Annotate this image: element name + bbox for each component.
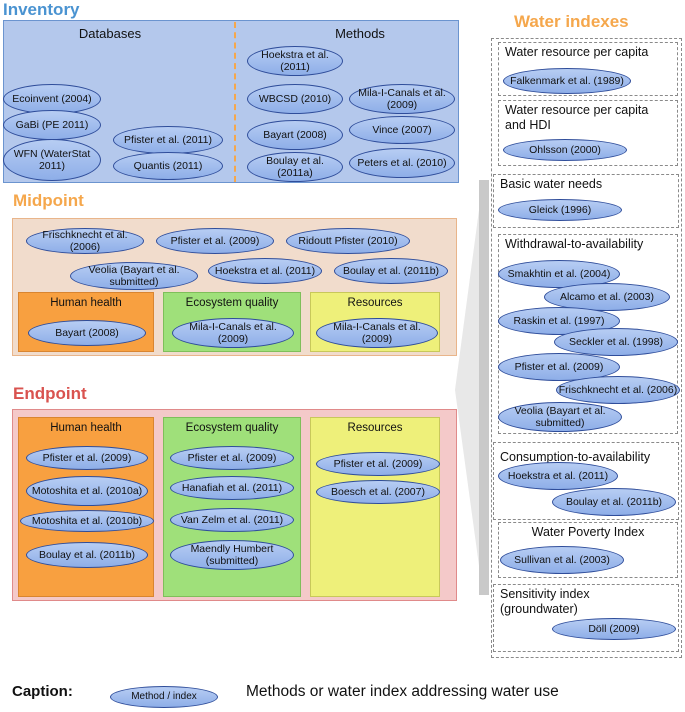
water-index-group-label: Water resource per capita: [505, 45, 649, 59]
inventory-method: Hoekstra et al. (2011): [247, 46, 343, 76]
endpoint-human-health-item: Motoshita et al. (2010a): [26, 476, 148, 506]
inventory-method: Mila-I-Canals et al. (2009): [349, 84, 455, 114]
inventory-method: Bayart (2008): [247, 120, 343, 150]
caption-sample-ellipse: Method / index: [110, 686, 218, 708]
water-index-group-label: Basic water needs: [500, 177, 603, 191]
inventory-method: WBCSD (2010): [247, 84, 343, 114]
water-index-item: Frischknecht et al. (2006): [556, 376, 680, 404]
midpoint-method: Hoekstra et al. (2011): [208, 258, 322, 284]
midpoint-human-health-label: Human health: [50, 297, 122, 309]
water-index-item: Ohlsson (2000): [503, 139, 627, 161]
caption-text: Methods or water index addressing water …: [246, 683, 559, 700]
inventory-method: Peters et al. (2010): [349, 148, 455, 178]
endpoint-human-health-label: Human health: [50, 422, 122, 434]
water-index-item: Veolia (Bayart et al. submitted): [498, 402, 622, 432]
inventory-title: Inventory: [3, 0, 80, 19]
water-index-item: Boulay et al. (2011b): [552, 488, 676, 516]
midpoint-method: Veolia (Bayart et al. submitted): [70, 262, 198, 290]
water-index-item: Sullivan et al. (2003): [500, 546, 624, 574]
endpoint-human-health-item: Motoshita et al. (2010b): [20, 510, 154, 532]
midpoint-resources-item: Mila-I-Canals et al. (2009): [316, 318, 438, 348]
endpoint-ecosystem-quality-item: Maendly Humbert (submitted): [170, 540, 294, 570]
water-index-item: Döll (2009): [552, 618, 676, 640]
inventory-divider: [234, 22, 236, 182]
endpoint-resources: Resources: [310, 417, 440, 597]
caption-label: Caption:: [12, 683, 73, 700]
water-index-group: Sensitivity index (groundwater): [493, 584, 679, 652]
inventory-database: Ecoinvent (2004): [3, 84, 101, 114]
midpoint-method: Boulay et al. (2011b): [334, 258, 448, 284]
water-index-item: Gleick (1996): [498, 199, 622, 221]
endpoint-human-health: Human health: [18, 417, 154, 597]
inventory-method: Boulay et al. (2011a): [247, 152, 343, 182]
endpoint-human-health-item: Boulay et al. (2011b): [26, 542, 148, 568]
midpoint-method: Ridoutt Pfister (2010): [286, 228, 410, 254]
water-index-group-label: Sensitivity index (groundwater): [500, 587, 590, 616]
endpoint-title: Endpoint: [13, 384, 87, 403]
water-index-group-label: Water Poverty Index: [531, 525, 645, 539]
endpoint-ecosystem-quality-item: Van Zelm et al. (2011): [170, 508, 294, 532]
water-index-item: Hoekstra et al. (2011): [498, 462, 618, 490]
endpoint-human-health-item: Pfister et al. (2009): [26, 446, 148, 470]
endpoint-resources-item: Boesch et al. (2007): [316, 480, 440, 504]
water-indexes-title: Water indexes: [514, 12, 629, 31]
water-index-group-label: Consumption-to-availability: [500, 450, 651, 464]
inventory-database: Quantis (2011): [113, 152, 223, 180]
inventory-database: Pfister et al. (2011): [113, 126, 223, 154]
endpoint-ecosystem-quality-item: Hanafiah et al. (2011): [170, 476, 294, 500]
midpoint-human-health-item: Bayart (2008): [28, 320, 146, 346]
midpoint-method: Pfister et al. (2009): [156, 228, 274, 254]
index-connector-arrow: [455, 180, 489, 595]
inventory-database: WFN (WaterStat 2011): [3, 139, 101, 181]
water-index-item: Seckler et al. (1998): [554, 328, 678, 356]
methods-label: Methods: [335, 26, 385, 41]
inventory-method: Vince (2007): [349, 116, 455, 144]
endpoint-resources-label: Resources: [347, 422, 403, 434]
water-index-group-label: Water resource per capita and HDI: [505, 103, 649, 132]
midpoint-title: Midpoint: [13, 191, 84, 210]
endpoint-resources-item: Pfister et al. (2009): [316, 452, 440, 476]
midpoint-ecosystem-quality-label: Ecosystem quality: [185, 297, 279, 309]
water-index-group-label: Withdrawal-to-availability: [505, 237, 644, 251]
midpoint-method: Frischknecht et al. (2006): [26, 228, 144, 254]
midpoint-ecosystem-quality-item: Mila-I-Canals et al. (2009): [172, 318, 294, 348]
inventory-database: GaBi (PE 2011): [3, 110, 101, 140]
endpoint-ecosystem-quality-label: Ecosystem quality: [185, 422, 279, 434]
midpoint-resources-label: Resources: [347, 297, 403, 309]
water-index-item: Falkenmark et al. (1989): [503, 68, 631, 94]
endpoint-ecosystem-quality-item: Pfister et al. (2009): [170, 446, 294, 470]
endpoint-ecosystem-quality: Ecosystem quality: [163, 417, 301, 597]
databases-label: Databases: [78, 26, 142, 41]
